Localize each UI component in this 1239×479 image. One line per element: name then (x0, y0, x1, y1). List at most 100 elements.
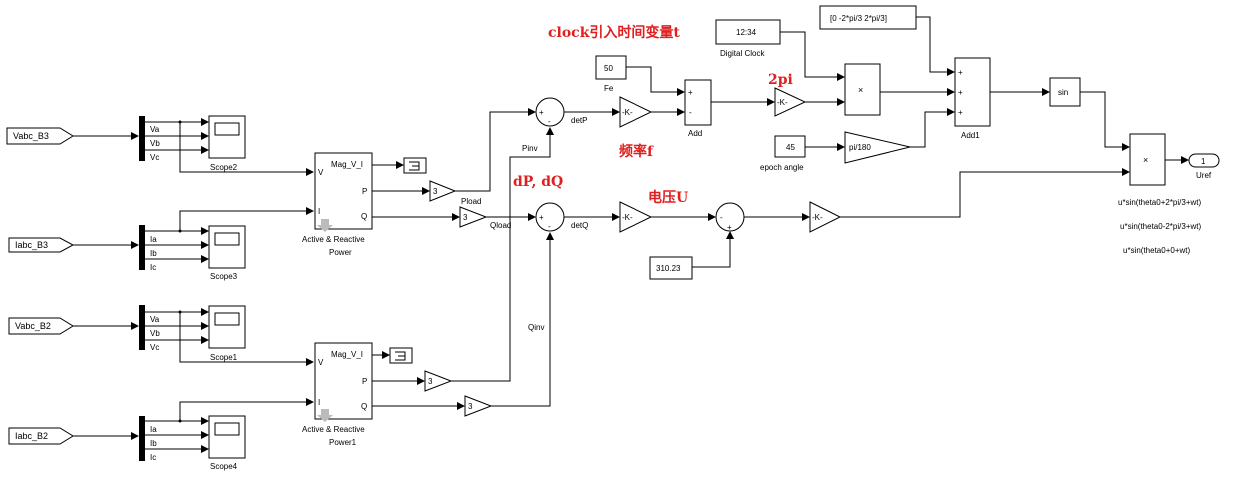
add1-block-label: Add1 (961, 131, 980, 140)
active-reactive-power-block[interactable]: V I Mag_V_I P Q Active & Reactive Power (302, 152, 373, 257)
constant-phase-vector[interactable]: [0 -2*pi/3 2*pi/3] (819, 5, 917, 30)
svg-text:12:34: 12:34 (736, 28, 757, 37)
svg-text:[0 -2*pi/3 2*pi/3]: [0 -2*pi/3 2*pi/3] (830, 14, 887, 23)
scope3[interactable]: Scope3 (208, 225, 246, 281)
product-final-block[interactable]: × (1129, 133, 1166, 186)
annotation-2pi: 2pi (768, 72, 793, 88)
demux-i-b2[interactable] (139, 416, 145, 461)
down-arrow-icon (317, 219, 333, 232)
demux-v-b2[interactable] (139, 305, 145, 350)
gain-3-pload[interactable]: 3 (429, 180, 457, 202)
svg-text:sin: sin (1058, 88, 1068, 97)
svg-text:Scope3: Scope3 (210, 272, 238, 281)
gain-k-voltage-out[interactable]: -K- (809, 201, 842, 233)
gain-pi-over-180[interactable]: pi/180 (844, 131, 911, 164)
svg-text:+: + (958, 68, 963, 77)
demux-label: Vb (150, 139, 160, 148)
signal-label-detq: detQ (571, 221, 588, 230)
demux-label: Ic (150, 263, 156, 272)
constant-epoch-angle[interactable]: 45 (774, 135, 806, 158)
sum-detp[interactable]: + - (535, 97, 565, 127)
from-tag-iabc-b3[interactable]: Iabc_B3 (8, 237, 75, 253)
svg-text:Vabc_B3: Vabc_B3 (13, 131, 49, 141)
add-block[interactable]: + - (684, 79, 712, 126)
from-tag-vabc-b3[interactable]: Vabc_B3 (6, 127, 74, 145)
add-block-label: Add (688, 129, 702, 138)
svg-text:Scope4: Scope4 (210, 462, 238, 471)
svg-text:×: × (858, 85, 863, 95)
gain-3-pinv[interactable]: 3 (424, 370, 453, 392)
annotation-voltage: 电压U (648, 189, 688, 206)
annotation-clock-note: clock引入时间变量t (548, 24, 680, 41)
svg-text:-K-: -K- (812, 213, 823, 222)
epoch-angle-label: epoch angle (760, 163, 804, 172)
digital-clock-label: Digital Clock (720, 49, 765, 58)
svg-text:+: + (688, 88, 693, 97)
constant-voltage-ref[interactable]: 310.23 (649, 256, 693, 280)
note-phase-b: u*sin(theta0-2*pi/3+wt) (1120, 222, 1201, 231)
svg-text:1: 1 (1201, 157, 1206, 166)
from-tag-vabc-b2[interactable]: Vabc_B2 (8, 317, 74, 335)
sum-detq[interactable]: + - (535, 202, 565, 232)
sin-block[interactable]: sin (1049, 77, 1081, 107)
outport-uref[interactable]: 1 (1188, 153, 1220, 168)
gain-3-qload[interactable]: 3 (459, 206, 488, 228)
svg-text:×: × (1143, 155, 1148, 165)
svg-text:I: I (318, 207, 320, 216)
signal-label-pinv: Pinv (522, 144, 538, 153)
svg-text:310.23: 310.23 (656, 264, 681, 273)
demux-label: Ic (150, 453, 156, 462)
demux-i-b3[interactable] (139, 225, 145, 270)
active-reactive-power1-block[interactable]: V I Mag_V_I P Q Active & Reactive Power1 (302, 342, 373, 447)
gain-3-qinv[interactable]: 3 (464, 395, 493, 417)
demux-label: Ia (150, 235, 157, 244)
terminator-block[interactable] (389, 347, 413, 364)
digital-clock-block[interactable]: 12:34 (715, 19, 781, 45)
svg-text:I: I (318, 398, 320, 407)
demux-label: Va (150, 315, 160, 324)
svg-text:Active & Reactive: Active & Reactive (302, 425, 365, 434)
demux-label: Ib (150, 249, 157, 258)
svg-text:-K-: -K- (622, 213, 633, 222)
svg-text:Scope2: Scope2 (210, 163, 238, 172)
note-phase-c: u*sin(theta0+0+wt) (1123, 246, 1190, 255)
svg-text:Iabc_B3: Iabc_B3 (15, 240, 48, 250)
add1-block[interactable]: + + + (954, 57, 991, 127)
sum-voltage[interactable]: - + (715, 202, 745, 232)
signal-label-qload: Qload (490, 221, 511, 230)
svg-text:Q: Q (361, 402, 367, 411)
annotation-dpdq: dP, dQ (513, 174, 563, 190)
note-phase-a: u*sin(theta0+2*pi/3+wt) (1118, 198, 1202, 207)
svg-text:Scope1: Scope1 (210, 353, 238, 362)
svg-text:-: - (548, 117, 551, 126)
demux-v-b3[interactable] (139, 116, 145, 161)
svg-text:+: + (958, 88, 963, 97)
svg-text:Mag_V_I: Mag_V_I (331, 350, 363, 359)
svg-text:45: 45 (786, 143, 795, 152)
svg-text:Power1: Power1 (329, 438, 357, 447)
outport-uref-label: Uref (1196, 171, 1212, 180)
gain-k-2pi[interactable]: -K- (774, 87, 807, 117)
gain-k-voltage[interactable]: -K- (619, 201, 653, 233)
demux-label: Ib (150, 439, 157, 448)
svg-text:+: + (727, 223, 732, 232)
svg-text:3: 3 (463, 213, 468, 222)
scope1[interactable]: Scope1 (208, 305, 246, 362)
scope4[interactable]: Scope4 (208, 415, 246, 471)
svg-text:P: P (362, 187, 367, 196)
svg-text:Vabc_B2: Vabc_B2 (15, 321, 51, 331)
svg-text:-: - (548, 222, 551, 231)
svg-text:pi/180: pi/180 (849, 143, 871, 152)
terminator-block[interactable] (403, 157, 427, 174)
signal-label-detp: detP (571, 116, 587, 125)
scope2[interactable]: Scope2 (208, 115, 246, 172)
down-arrow-icon (317, 409, 333, 422)
constant-fe[interactable]: 50 (595, 55, 627, 80)
product-block[interactable]: × (844, 63, 881, 116)
svg-text:+: + (539, 213, 544, 222)
from-tag-iabc-b2[interactable]: Iabc_B2 (8, 427, 74, 445)
gain-k-frequency[interactable]: -K- (619, 96, 653, 128)
signal-label-qinv: Qinv (528, 323, 544, 332)
demux-label: Vb (150, 329, 160, 338)
